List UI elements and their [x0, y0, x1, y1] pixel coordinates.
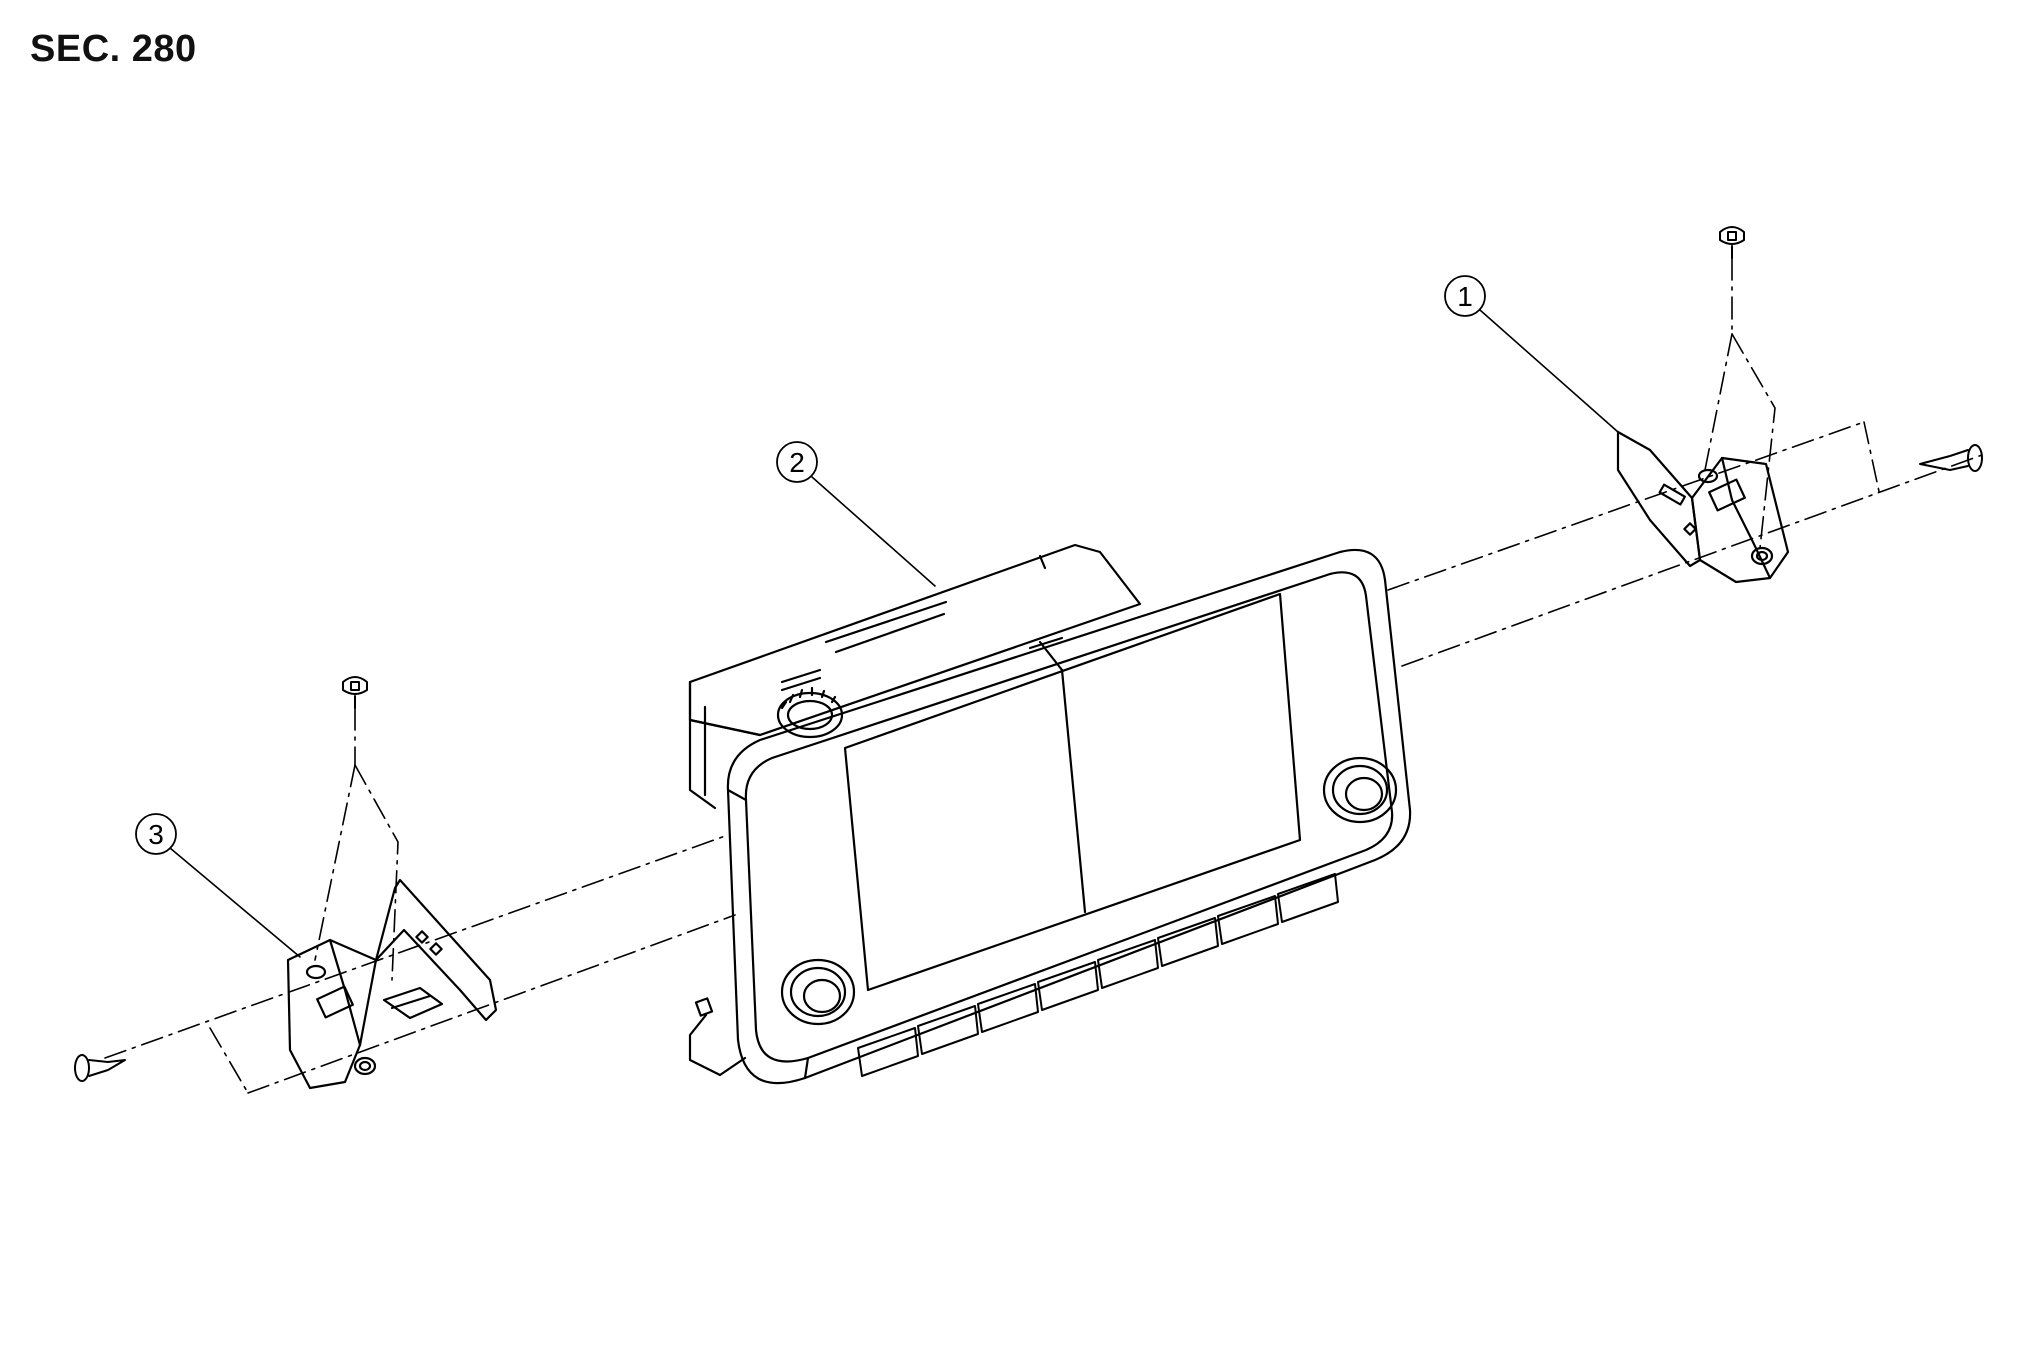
right-bracket-top-screw	[1719, 226, 1745, 259]
right-bracket	[1616, 430, 1790, 584]
volume-knob	[780, 958, 856, 1026]
callout-3-label: 3	[148, 819, 164, 850]
left-bracket-top-screw	[342, 676, 368, 709]
right-bracket-side-screw	[1919, 444, 1983, 472]
callout-3: 3	[135, 813, 177, 855]
left-bracket	[286, 878, 498, 1090]
preset-button-row	[857, 873, 1339, 1077]
section-label: SEC. 280	[30, 28, 197, 70]
callout-2: 2	[776, 441, 818, 483]
callout-leaders	[169, 309, 1619, 958]
callout-1-label: 1	[1457, 281, 1473, 312]
callout-1: 1	[1444, 275, 1486, 317]
callout-2-label: 2	[789, 447, 805, 478]
left-bracket-side-screw	[74, 1054, 126, 1082]
assembly-axis-lines	[104, 257, 1983, 1094]
display-unit	[688, 543, 1412, 1085]
tuning-knob	[1322, 756, 1398, 824]
